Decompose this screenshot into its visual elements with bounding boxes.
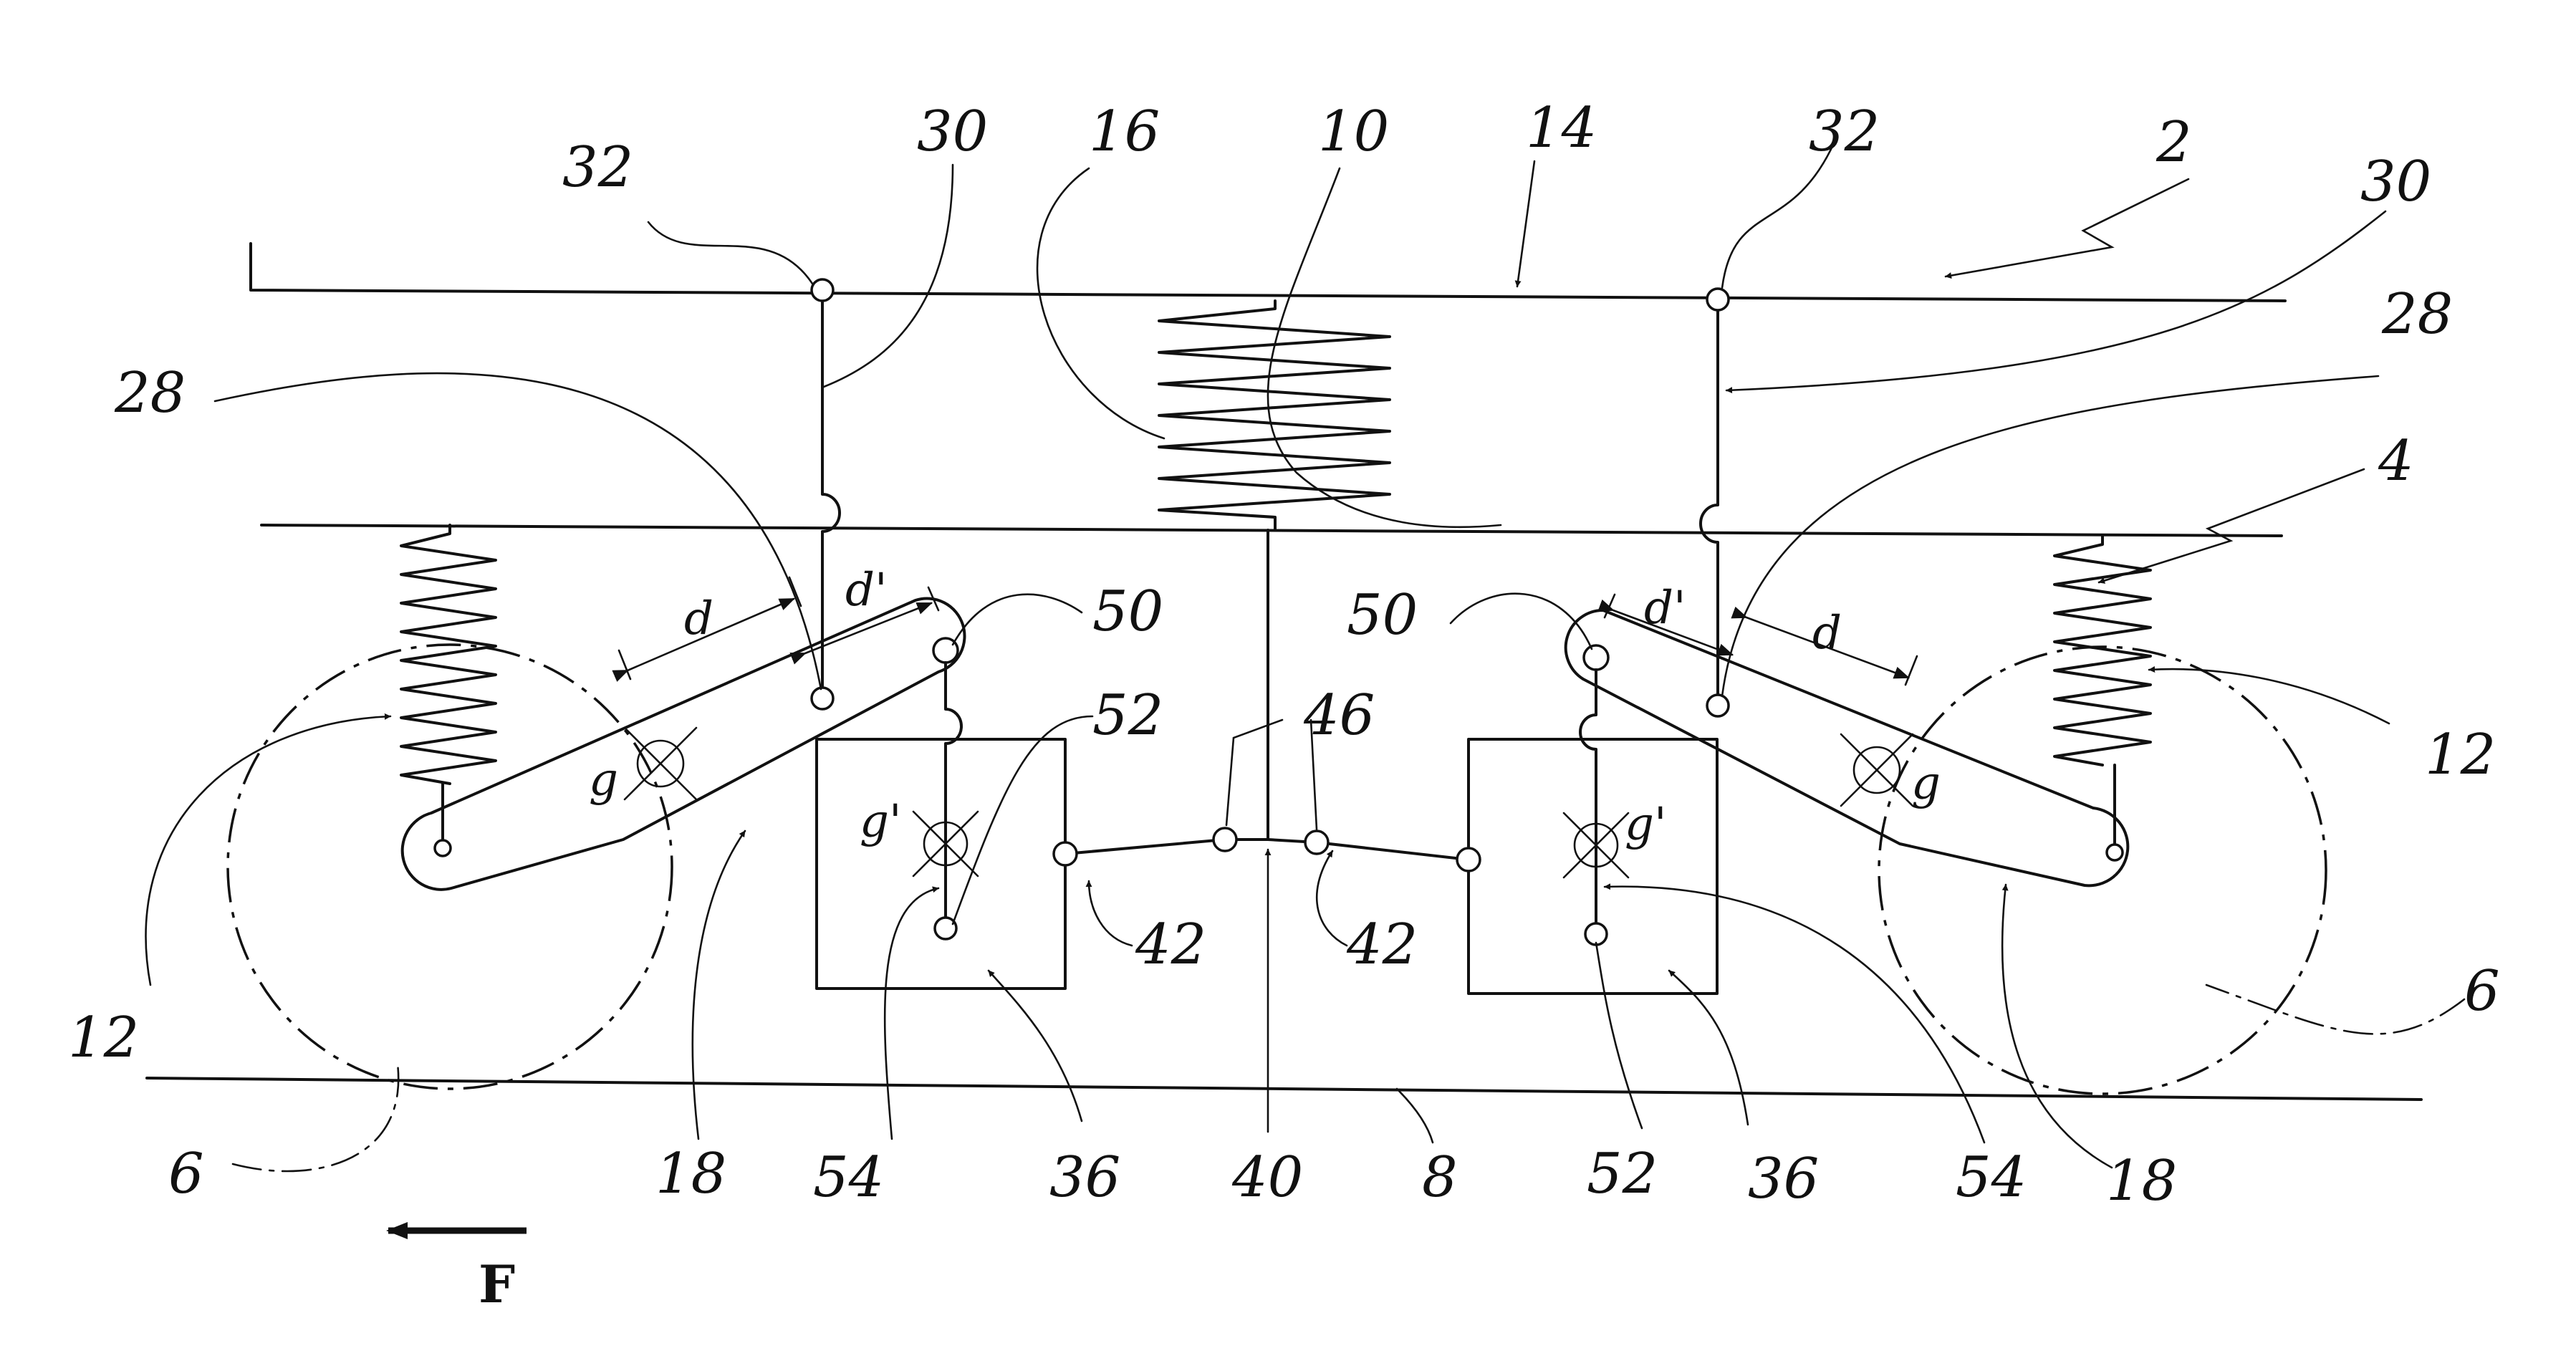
symbol-dprime-left: d'	[845, 564, 888, 617]
label-36-left: 36	[1049, 1145, 1120, 1210]
symbol-g-left: g	[589, 754, 618, 807]
leader-50-right	[1451, 594, 1592, 649]
leader-54-left	[885, 888, 938, 1139]
leader-12-left	[146, 716, 390, 985]
secondary-spring	[1159, 301, 1390, 529]
wheel-right	[1879, 647, 2326, 1094]
leader-28-left	[215, 373, 821, 689]
symbol-gprime-left: g'	[860, 795, 902, 848]
box-link-left	[946, 663, 961, 924]
symbol-gprime-right: g'	[1625, 798, 1667, 851]
label-16: 16	[1089, 100, 1160, 164]
label-18-right: 18	[2106, 1149, 2177, 1213]
leader-2	[1946, 179, 2188, 276]
label-32-left: 32	[562, 135, 633, 200]
leader-32-right	[1722, 143, 1834, 288]
label-30-left: 30	[917, 100, 988, 164]
label-14: 14	[1526, 96, 1597, 160]
leader-46a	[1226, 720, 1282, 825]
label-4: 4	[2378, 429, 2414, 494]
leader-8	[1397, 1089, 1433, 1143]
label-42-right: 42	[1346, 913, 1418, 977]
leader-14	[1517, 161, 1534, 287]
label-54-left: 54	[813, 1145, 884, 1210]
leader-42-right	[1317, 851, 1347, 946]
label-6-left: 6	[168, 1142, 204, 1206]
label-6-right: 6	[2464, 959, 2500, 1024]
symbol-d-left: d	[684, 592, 713, 645]
label-30-right: 30	[2360, 150, 2431, 214]
label-28-right: 28	[2381, 282, 2453, 347]
leader-54-right	[1605, 887, 1984, 1143]
label-46: 46	[1303, 683, 1375, 748]
leader-50-left	[953, 595, 1082, 645]
pivot-32-right	[1707, 289, 1729, 310]
leader-12-right	[2149, 669, 2389, 723]
label-12-left: 12	[68, 1006, 139, 1070]
pivot-box-right-bottom	[1585, 923, 1607, 945]
primary-spring-left	[401, 525, 496, 784]
label-42-left: 42	[1135, 913, 1206, 977]
pivot-28-right	[1707, 695, 1729, 716]
label-32-right: 32	[1809, 100, 1880, 164]
pivot-32-left	[812, 279, 833, 301]
leader-52-left	[953, 716, 1092, 924]
rail-line	[147, 1078, 2421, 1100]
coupling-pivot-3	[1305, 831, 1328, 854]
label-52-left: 52	[1092, 683, 1163, 748]
leader-18-right	[2002, 885, 2112, 1168]
pivot-28-left	[812, 688, 833, 709]
leader-32-left	[648, 222, 812, 284]
pin-right-end	[2107, 845, 2123, 860]
coupling-pivot-1	[1054, 842, 1077, 865]
pin-left-end	[435, 840, 451, 856]
leader-42-left	[1089, 881, 1132, 946]
label-18-left: 18	[655, 1142, 726, 1206]
leader-18-left	[693, 831, 745, 1139]
coupling-pivot-2	[1213, 828, 1236, 851]
label-2: 2	[2156, 110, 2192, 175]
label-50-left: 50	[1092, 579, 1163, 644]
leader-16	[1037, 168, 1164, 438]
car-body-line	[251, 244, 2285, 301]
centre-g-left	[625, 728, 696, 799]
label-36-right: 36	[1748, 1147, 1819, 1211]
label-12-right: 12	[2425, 723, 2496, 787]
leader-36-left	[989, 971, 1082, 1121]
symbol-d-right: d	[1812, 607, 1842, 660]
leader-6-right	[2206, 985, 2464, 1034]
leader-30-left	[824, 165, 953, 387]
label-10: 10	[1318, 100, 1389, 164]
coupling-pivot-4	[1457, 848, 1480, 871]
leader-52-right	[1596, 943, 1642, 1128]
label-40: 40	[1231, 1145, 1303, 1210]
label-8: 8	[1422, 1145, 1458, 1210]
direction-label: F	[479, 1254, 515, 1314]
leader-10	[1268, 168, 1501, 527]
label-52-right: 52	[1587, 1142, 1658, 1206]
leader-4	[2099, 469, 2364, 582]
coupling-rod	[1065, 840, 1469, 860]
bogie-frame-line	[261, 525, 2282, 536]
label-50-right: 50	[1347, 583, 1418, 648]
symbol-g-right: g	[1911, 757, 1941, 810]
symbol-dprime-right: d'	[1644, 582, 1686, 635]
pivot-50-right	[1584, 645, 1608, 670]
box-link-right	[1580, 670, 1596, 930]
label-28-left: 28	[114, 361, 186, 425]
label-54-right: 54	[1956, 1145, 2027, 1210]
